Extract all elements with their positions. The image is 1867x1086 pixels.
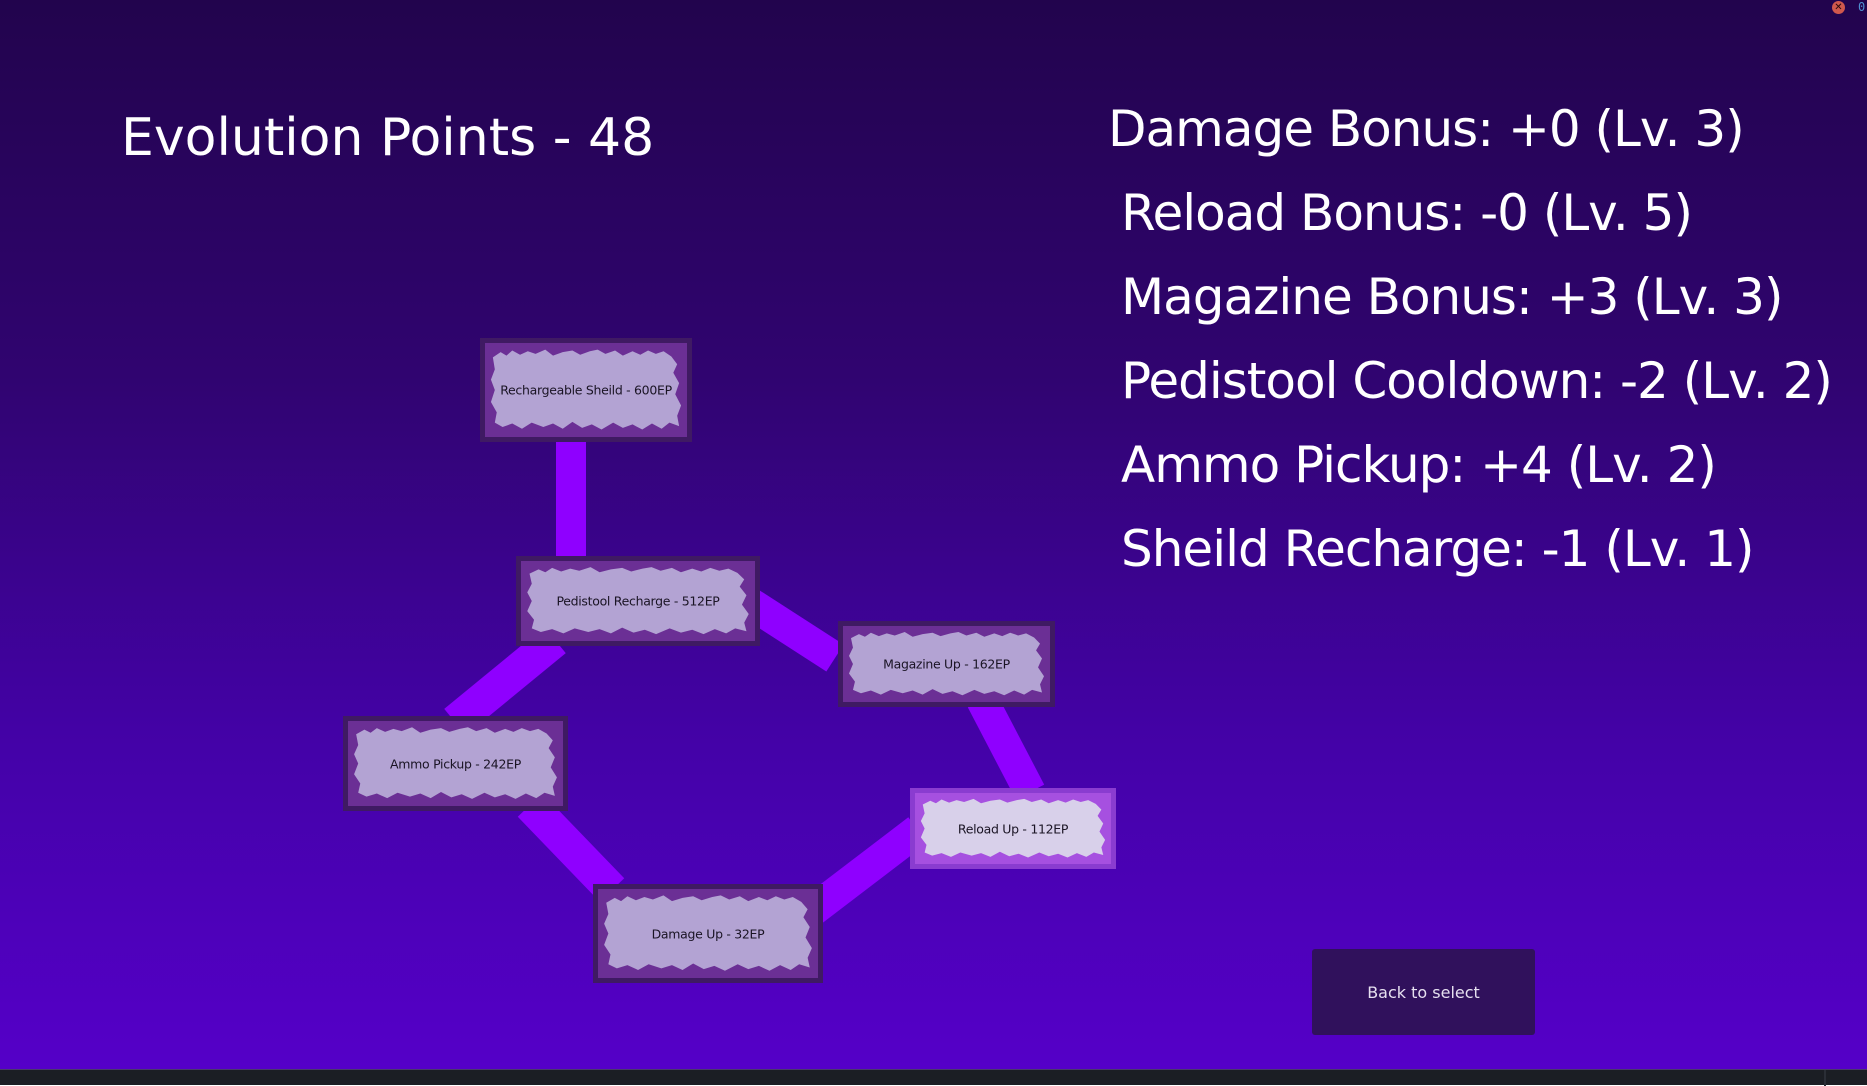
node-label: Magazine Up - 162EP bbox=[883, 656, 1010, 672]
node-frame: Reload Up - 112EP bbox=[915, 793, 1111, 864]
link-pedistool-to-magazine bbox=[736, 586, 844, 672]
node-frame: Rechargeable Sheild - 600EP bbox=[485, 343, 687, 437]
stat-sheild-recharge: Sheild Recharge: -1 (Lv. 1) bbox=[1121, 520, 1755, 578]
node-magazine-up[interactable]: Magazine Up - 162EP bbox=[838, 621, 1055, 707]
node-frame: Damage Up - 32EP bbox=[598, 889, 818, 978]
stat-ammo-pickup: Ammo Pickup: +4 (Lv. 2) bbox=[1121, 436, 1717, 494]
stat-magazine-bonus: Magazine Bonus: +3 (Lv. 3) bbox=[1121, 268, 1783, 326]
back-to-select-button[interactable]: Back to select bbox=[1312, 949, 1535, 1035]
node-label: Ammo Pickup - 242EP bbox=[390, 756, 521, 771]
node-damage-up[interactable]: Damage Up - 32EP bbox=[593, 884, 823, 983]
error-icon[interactable]: ✕ bbox=[1832, 1, 1845, 14]
node-frame: Pedistool Recharge - 512EP bbox=[521, 561, 755, 641]
torn-paper-background bbox=[604, 895, 812, 971]
torn-paper-background bbox=[527, 567, 749, 635]
link-pedistool-to-ammo bbox=[444, 626, 566, 736]
stat-pedistool-cooldown: Pedistool Cooldown: -2 (Lv. 2) bbox=[1121, 352, 1833, 410]
stat-damage-bonus: Damage Bonus: +0 (Lv. 3) bbox=[1108, 100, 1745, 158]
link-ammo-to-damage bbox=[517, 793, 625, 902]
node-label: Rechargeable Sheild - 600EP bbox=[500, 382, 672, 398]
status-divider bbox=[1824, 1070, 1826, 1086]
node-frame: Ammo Pickup - 242EP bbox=[348, 721, 563, 806]
node-label: Pedistool Recharge - 512EP bbox=[556, 593, 720, 609]
node-pedistool-recharge[interactable]: Pedistool Recharge - 512EP bbox=[516, 556, 760, 646]
torn-paper-background bbox=[354, 727, 557, 799]
link-magazine-to-reload bbox=[967, 692, 1045, 800]
node-ammo-pickup[interactable]: Ammo Pickup - 242EP bbox=[343, 716, 568, 811]
evolution-points-label: Evolution Points - 48 bbox=[121, 108, 655, 168]
torn-paper-background bbox=[490, 349, 682, 430]
error-count: 0 bbox=[1858, 0, 1866, 14]
stat-reload-bonus: Reload Bonus: -0 (Lv. 5) bbox=[1121, 184, 1693, 242]
node-reload-up[interactable]: Reload Up - 112EP bbox=[910, 788, 1116, 869]
node-label: Reload Up - 112EP bbox=[957, 821, 1069, 836]
node-frame: Magazine Up - 162EP bbox=[843, 626, 1050, 702]
node-label: Damage Up - 32EP bbox=[651, 926, 765, 941]
status-bar bbox=[0, 1069, 1867, 1086]
torn-paper-background bbox=[848, 632, 1045, 696]
node-rechargeable-sheild[interactable]: Rechargeable Sheild - 600EP bbox=[480, 338, 692, 442]
torn-paper-background bbox=[920, 798, 1106, 858]
